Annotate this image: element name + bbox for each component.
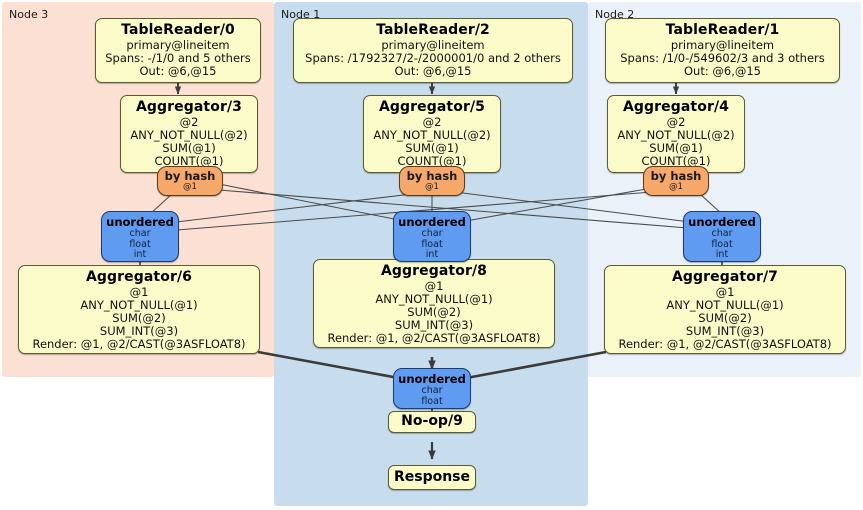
processor-title: No-op/9: [401, 413, 463, 430]
processor-detail-agg-3: SUM_INT(@3): [394, 317, 474, 332]
stream-type-char: char: [421, 384, 443, 396]
processor-detail-render: Render: @1, @2/CAST(@3ASFLOAT8): [327, 330, 541, 345]
stream-type-int: int: [133, 249, 147, 261]
processor-detail-out: Out: @6,@15: [684, 63, 761, 78]
processor-response[interactable]: Response: [388, 465, 476, 490]
node-panel-label-node3: Node 3: [9, 8, 49, 21]
processor-detail-groupby: @2: [179, 114, 199, 129]
processor-detail-groupby: @2: [422, 114, 442, 129]
processor-detail-table: primary@lineitem: [381, 37, 485, 52]
stream-unordered-node1[interactable]: unordered char float int: [393, 211, 471, 262]
processor-aggregator-3[interactable]: Aggregator/3 @2 ANY_NOT_NULL(@2) SUM(@1)…: [120, 95, 258, 173]
router-by-hash-node3[interactable]: by hash @1: [157, 166, 223, 196]
stream-type-char: char: [711, 227, 733, 239]
processor-detail-render: Render: @1, @2/CAST(@3ASFLOAT8): [32, 336, 246, 351]
processor-aggregator-4[interactable]: Aggregator/4 @2 ANY_NOT_NULL(@2) SUM(@1)…: [607, 95, 745, 173]
processor-detail-agg-3: SUM_INT(@3): [685, 323, 765, 338]
stream-type-float: float: [421, 238, 443, 250]
processor-detail-agg-3: SUM_INT(@3): [99, 323, 179, 338]
router-title: by hash: [406, 169, 458, 183]
processor-detail-groupby: @1: [715, 284, 735, 299]
processor-detail-agg-1: ANY_NOT_NULL(@1): [80, 297, 198, 312]
stream-type-char: char: [421, 227, 443, 239]
processor-detail-agg-2: SUM(@2): [407, 304, 461, 319]
stream-title: unordered: [398, 372, 466, 386]
processor-detail-table: primary@lineitem: [126, 37, 230, 52]
stream-type-int: int: [425, 249, 439, 261]
processor-detail-agg-2: SUM(@1): [162, 140, 216, 155]
processor-detail-agg-3: COUNT(@1): [397, 153, 467, 168]
router-title: by hash: [650, 169, 702, 183]
processor-detail-table: primary@lineitem: [670, 37, 775, 52]
stream-type-float: float: [421, 395, 443, 407]
processor-detail-agg-3: COUNT(@1): [154, 153, 224, 168]
processor-title: TableReader/1: [665, 22, 780, 38]
processor-detail-out: Out: @6,@15: [139, 63, 217, 78]
stream-type-float: float: [711, 238, 733, 250]
processor-title: Response: [393, 468, 471, 485]
node-panel-label-node2: Node 2: [595, 8, 635, 21]
router-by-hash-node2[interactable]: by hash @1: [643, 166, 709, 196]
processor-title: Aggregator/3: [135, 99, 242, 115]
processor-title: Aggregator/7: [671, 269, 778, 285]
processor-detail-out: Out: @6,@15: [394, 63, 472, 78]
processor-detail-agg-2: SUM(@1): [649, 140, 703, 155]
processor-detail-groupby: @1: [424, 278, 444, 293]
stream-unordered-final[interactable]: unordered char float: [393, 368, 471, 409]
processor-aggregator-6[interactable]: Aggregator/6 @1 ANY_NOT_NULL(@1) SUM(@2)…: [18, 265, 260, 354]
processor-noop-9[interactable]: No-op/9: [388, 411, 476, 433]
stream-type-int: int: [715, 249, 729, 261]
stream-unordered-node2[interactable]: unordered char float int: [683, 211, 761, 262]
router-detail-column: @1: [183, 181, 197, 192]
router-detail-column: @1: [669, 181, 683, 192]
processor-detail-agg-1: ANY_NOT_NULL(@2): [373, 127, 491, 142]
processor-title: Aggregator/6: [85, 269, 192, 285]
stream-unordered-node3[interactable]: unordered char float int: [101, 211, 179, 262]
processor-tablereader-2[interactable]: TableReader/2 primary@lineitem Spans: /1…: [293, 18, 573, 83]
processor-aggregator-7[interactable]: Aggregator/7 @1 ANY_NOT_NULL(@1) SUM(@2)…: [604, 265, 846, 354]
processor-detail-agg-2: SUM(@1): [405, 140, 459, 155]
processor-title: TableReader/2: [376, 22, 490, 38]
processor-detail-agg-1: ANY_NOT_NULL(@2): [617, 127, 735, 142]
processor-detail-groupby: @1: [129, 284, 149, 299]
stream-title: unordered: [688, 215, 756, 229]
processor-detail-agg-1: ANY_NOT_NULL(@2): [130, 127, 248, 142]
stream-title: unordered: [106, 215, 174, 229]
processor-detail-groupby: @2: [666, 114, 686, 129]
stream-type-char: char: [129, 227, 151, 239]
processor-tablereader-1[interactable]: TableReader/1 primary@lineitem Spans: /1…: [605, 18, 840, 83]
processor-detail-agg-1: ANY_NOT_NULL(@1): [375, 291, 493, 306]
processor-detail-agg-1: ANY_NOT_NULL(@1): [666, 297, 784, 312]
processor-title: Aggregator/5: [378, 99, 485, 115]
processor-aggregator-8[interactable]: Aggregator/8 @1 ANY_NOT_NULL(@1) SUM(@2)…: [313, 259, 555, 348]
processor-aggregator-5[interactable]: Aggregator/5 @2 ANY_NOT_NULL(@2) SUM(@1)…: [363, 95, 501, 173]
processor-title: Aggregator/8: [380, 263, 487, 279]
processor-title: Aggregator/4: [622, 99, 729, 115]
router-detail-column: @1: [425, 181, 439, 192]
router-by-hash-node1[interactable]: by hash @1: [399, 166, 465, 196]
processor-detail-spans: Spans: /1792327/2-/2000001/0 and 2 other…: [305, 50, 561, 65]
processor-detail-render: Render: @1, @2/CAST(@3ASFLOAT8): [618, 336, 832, 351]
processor-detail-agg-3: COUNT(@1): [641, 153, 711, 168]
processor-detail-agg-2: SUM(@2): [698, 310, 752, 325]
processor-detail-spans: Spans: -/1/0 and 5 others: [105, 50, 251, 65]
processor-detail-spans: Spans: /1/0-/549602/3 and 3 others: [620, 50, 825, 65]
node-panel-label-node1: Node 1: [281, 8, 321, 21]
router-title: by hash: [164, 169, 216, 183]
processor-title: TableReader/0: [121, 22, 235, 38]
processor-tablereader-0[interactable]: TableReader/0 primary@lineitem Spans: -/…: [95, 18, 261, 83]
processor-detail-agg-2: SUM(@2): [112, 310, 166, 325]
stream-type-float: float: [129, 238, 151, 250]
